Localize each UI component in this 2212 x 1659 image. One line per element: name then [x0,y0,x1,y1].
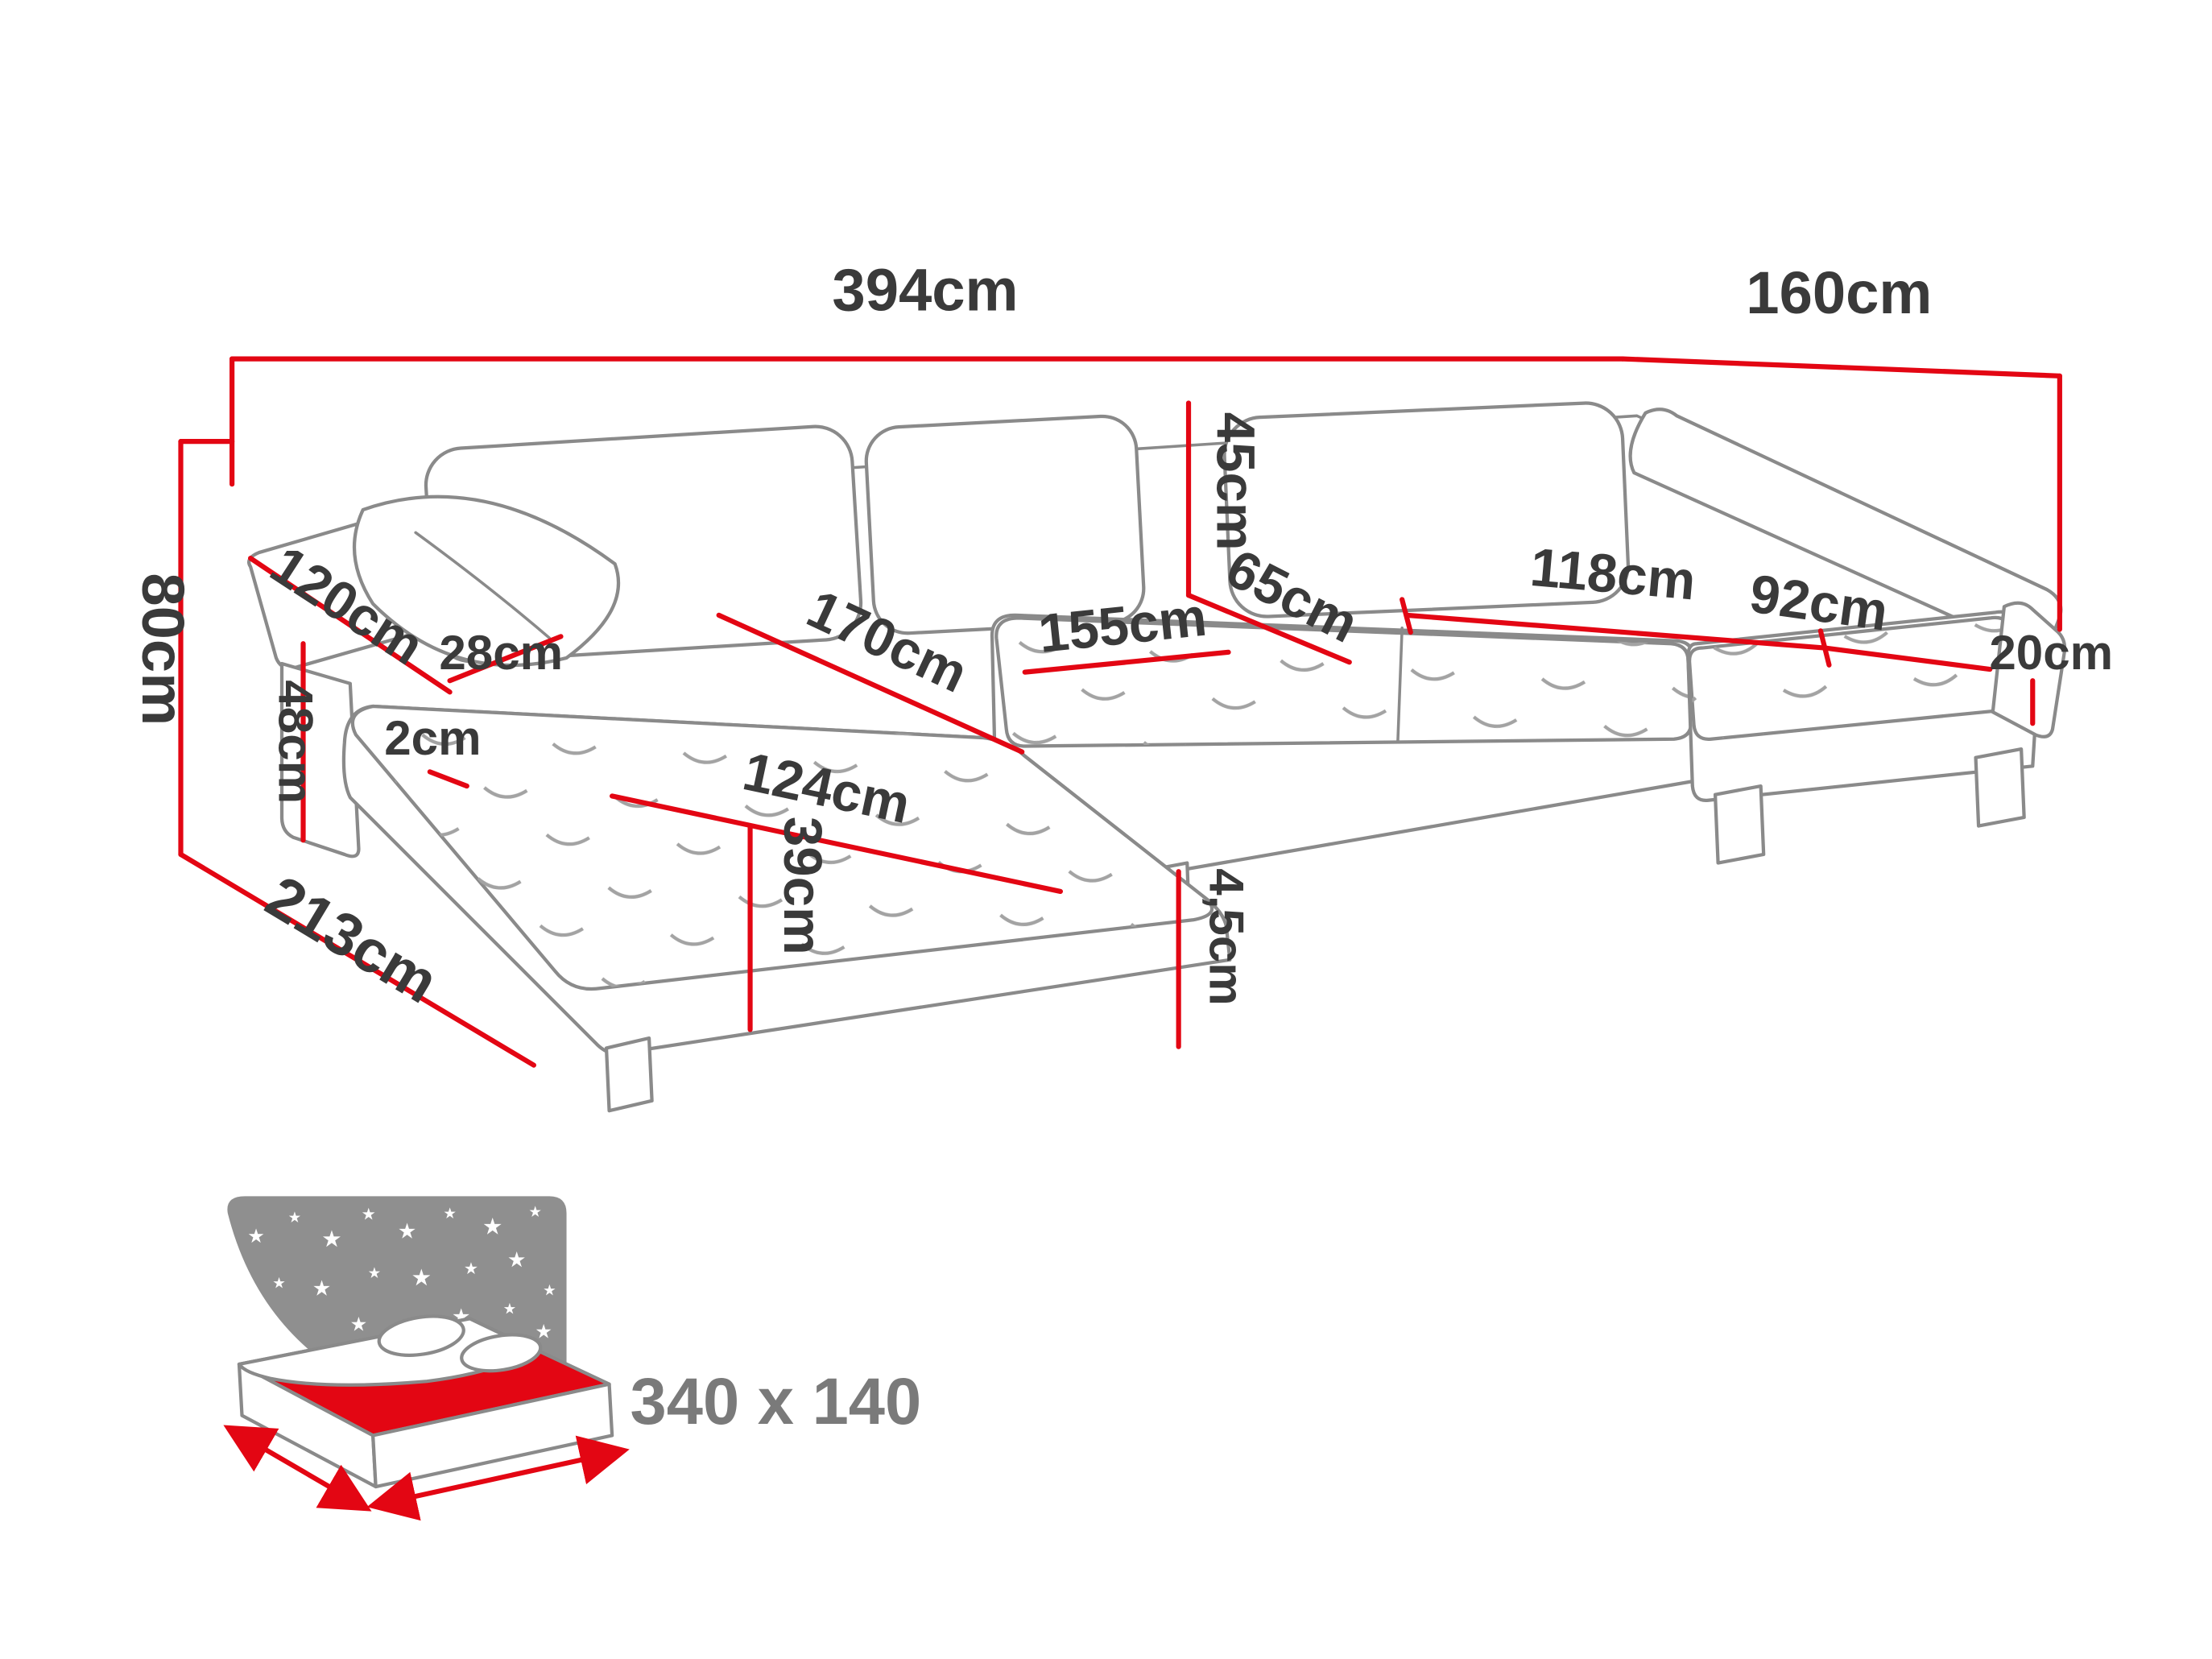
bed-depth-arrow [223,1425,372,1512]
star-icon: ★ [544,1284,556,1297]
star-icon: ★ [399,1221,416,1242]
pillow-crease-line [414,531,552,639]
star-icon: ★ [289,1211,301,1225]
sofa-armrest-pillow [352,494,621,668]
dim-line-armrest-length [248,556,453,695]
dim-line-right-seat-width [1404,612,1828,651]
sleeping-area-label: 340 x 140 [631,1365,922,1438]
star-icon: ★ [362,1206,376,1223]
star-icon: ★ [530,1206,542,1219]
star-icon: ★ [484,1216,502,1238]
sofa-leg [1974,747,2026,828]
dim-label-leg-height: 4,5cm [1200,868,1254,1005]
star-icon: ★ [273,1276,285,1290]
sleep-function-icon: ★ ★ ★ ★ ★ ★ ★ ★ ★ ★ ★ ★ ★ ★ ★ ★ ★ ★ ★ ★ … [223,1196,922,1521]
dim-line-overall-depth [1620,356,2062,379]
sofa-back-cushion-right [1222,401,1631,619]
bed-width-arrow [366,1435,630,1521]
sofa-drawing [247,401,2067,1113]
dim-line-chaise-seat-width [610,793,1064,895]
star-icon: ★ [504,1302,516,1316]
star-icon: ★ [465,1260,478,1276]
dim-line-seat-depth [1185,593,1352,665]
bed-pillow [377,1314,465,1357]
star-icon: ★ [249,1227,264,1246]
dim-line-armrest-gap [427,769,469,789]
dim-label-right-seat-width: 118cm [1528,537,1697,612]
dim-line-mid-seat-width [1022,649,1231,675]
star-icon: ★ [351,1316,366,1334]
dim-label-overall-depth: 160cm [1746,259,1932,326]
sofa-left-chaise-tufting [352,706,1213,990]
sofa-leg [604,1036,654,1113]
sofa-right-armrest [1991,601,2067,738]
star-icon: ★ [313,1277,330,1298]
dim-label-armrest-height: 48cm [268,680,322,804]
star-icon: ★ [508,1249,525,1270]
middle-seat-seam [1396,627,1404,744]
sofa-middle-seat-tufting [996,618,1692,747]
bed-pillow [460,1333,543,1373]
dim-label-seat-height: 39cm [772,817,833,955]
dimension-lines [178,356,2062,1068]
sofa-right-chaise-tufting [1689,617,2028,739]
dim-label-armrest-width: 28cm [439,626,563,680]
dim-label-overall-height: 80cm [130,573,196,726]
dim-label-chaise-total-depth: 213cm [255,863,449,1016]
dim-label-armrest-gap: 2cm [384,711,481,765]
star-icon: ★ [444,1207,456,1221]
dim-label-backrest-height: 45cm [1205,412,1265,551]
dim-label-right-armrest-width: 20cm [1989,626,2113,680]
sofa-leg [1713,784,1766,865]
star-icon: ★ [323,1229,341,1251]
star-icon: ★ [536,1322,552,1341]
dim-line-chaise-total-depth [178,851,536,1068]
star-icon: ★ [412,1268,431,1289]
dim-line-chaise-seat-length [716,612,1025,755]
dim-line-armrest-width [447,634,564,684]
star-icon: ★ [369,1267,381,1280]
dim-label-overall-width: 394cm [832,256,1018,323]
dim-line-right-seat-length [1822,645,1993,672]
